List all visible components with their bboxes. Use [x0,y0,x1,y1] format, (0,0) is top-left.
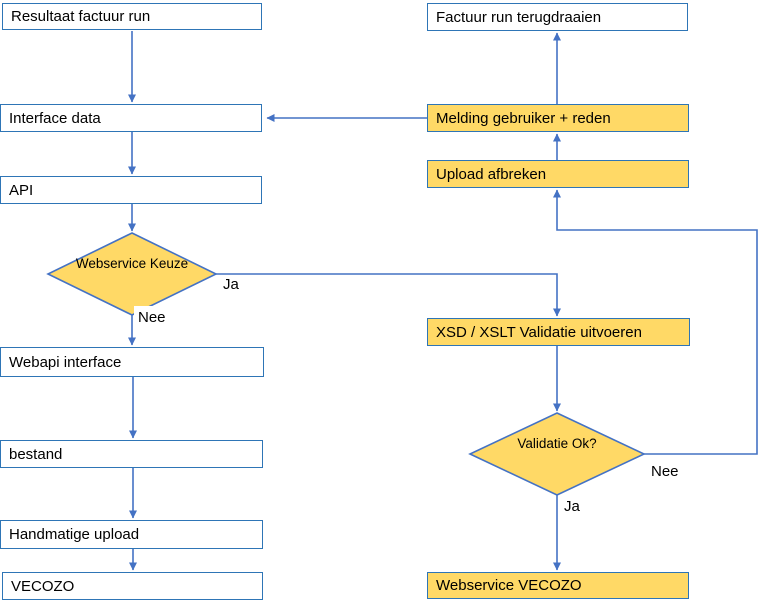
node-label: XSD / XSLT Validatie uitvoeren [436,323,642,341]
node-label: Melding gebruiker + reden [436,109,611,127]
node-label: Resultaat factuur run [11,8,151,25]
node-label: Upload afbreken [436,165,547,183]
edge-label-validatie-ja: Ja [564,498,580,515]
node-label: Webservice VECOZO [436,577,582,594]
node-label: Factuur run terugdraaien [436,8,602,26]
connector-validatie-nee-to-upload-afbreken [553,189,758,455]
node-label: bestand [9,445,63,463]
node-xsd-xslt-validatie: XSD / XSLT Validatie uitvoeren [427,318,690,346]
diamond-webservice-keuze [46,232,218,316]
diamond-label-validatie-ok: Validatie Ok? [517,436,597,451]
connector-keuze-ja-to-xsd [216,273,561,317]
edge-label-keuze-nee: Nee [134,306,172,327]
diamond-validatie-ok [468,412,646,496]
node-webservice-vecozo: Webservice VECOZO [427,572,689,599]
node-label: VECOZO [11,577,75,595]
edge-label-keuze-ja: Ja [223,276,239,293]
node-handmatige-upload: Handmatige upload [0,520,263,549]
node-factuur-run-terugdraaien: Factuur run terugdraaien [427,3,688,31]
node-label: Interface data [9,109,101,127]
node-vecozo: VECOZO [2,572,263,600]
node-label: Webapi interface [9,353,122,371]
edge-label-validatie-nee: Nee [651,463,679,480]
node-label: API [9,181,34,199]
node-upload-afbreken: Upload afbreken [427,160,689,188]
node-interface-data: Interface data [0,104,262,132]
node-api: API [0,176,262,204]
node-melding-gebruiker-reden: Melding gebruiker + reden [427,104,689,132]
node-label: Handmatige upload [9,526,140,543]
node-resultaat-factuur-run: Resultaat factuur run [2,3,262,30]
node-webapi-interface: Webapi interface [0,347,264,377]
diamond-label-webservice-keuze: Webservice Keuze [75,256,189,271]
node-bestand: bestand [0,440,263,468]
